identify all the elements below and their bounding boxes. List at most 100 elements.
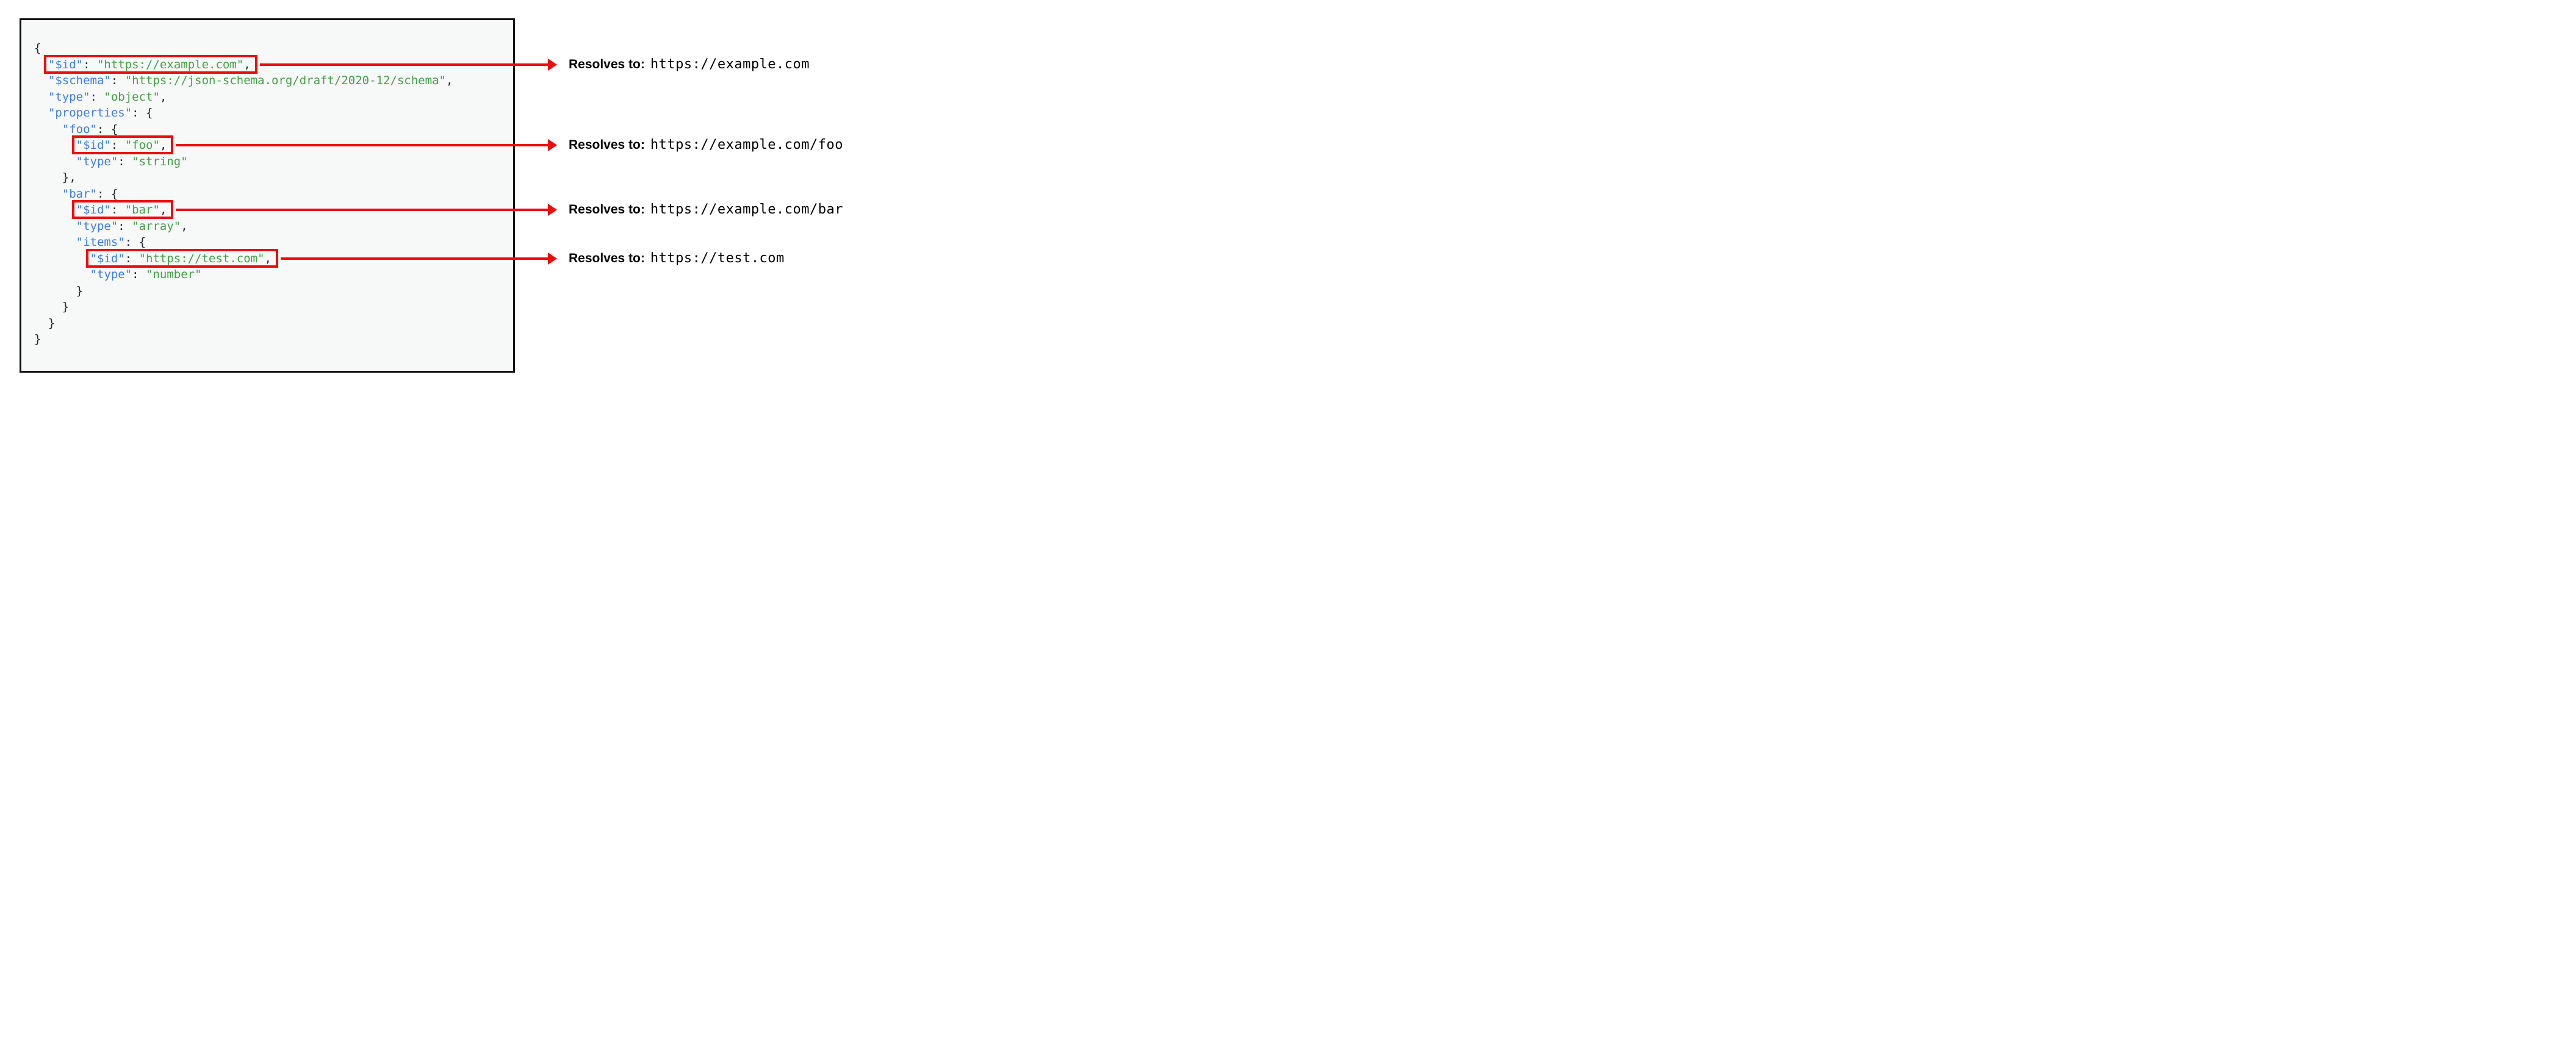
json-punctuation: : {: [132, 106, 153, 120]
json-punctuation: [34, 106, 48, 120]
json-string-value: "number": [146, 268, 202, 281]
json-key: "type": [76, 219, 118, 233]
code-line: "foo": {: [34, 121, 507, 138]
json-punctuation: :: [118, 154, 132, 168]
resolve-arrow-icon: [176, 204, 557, 216]
code-line: "$id": "https://test.com",: [34, 251, 507, 267]
json-punctuation: :: [110, 74, 125, 87]
json-punctuation: [34, 220, 76, 233]
json-punctuation: ,: [181, 219, 188, 233]
json-punctuation: },: [34, 171, 76, 184]
json-punctuation: ,: [243, 57, 251, 71]
json-key: "$id": [76, 203, 111, 217]
json-key: "$schema": [48, 74, 111, 87]
annotation-url: https://test.com: [650, 251, 785, 266]
annotation-row: Resolves to: https://example.com/foo: [569, 135, 843, 156]
annotation-url: https://example.com: [650, 57, 810, 72]
code-line: "items": {: [34, 234, 507, 251]
annotation-label: Resolves to:: [569, 203, 645, 217]
json-punctuation: ,: [445, 74, 453, 87]
code-line: "$id": "foo",: [34, 137, 507, 154]
code-line: "bar": {: [34, 186, 507, 203]
json-key: "foo": [62, 122, 97, 136]
resolve-arrow-icon: [260, 59, 557, 71]
json-string-value: "foo": [124, 138, 160, 152]
code-line: }: [34, 299, 507, 315]
json-punctuation: :: [118, 219, 132, 233]
resolve-arrow-icon: [176, 139, 557, 151]
json-string-value: "https://example.com": [96, 57, 244, 71]
code-line: "properties": {: [34, 105, 507, 121]
json-punctuation: :: [110, 138, 125, 152]
code-line: "type": "string": [34, 154, 507, 170]
json-punctuation: :: [132, 268, 146, 281]
annotation-row: Resolves to: https://example.com: [569, 54, 810, 75]
json-schema-code-panel: { "$id": "https://example.com", "$schema…: [20, 18, 515, 373]
json-punctuation: : {: [96, 122, 118, 136]
json-punctuation: }: [34, 316, 56, 330]
code-line: "$schema": "https://json-schema.org/draf…: [34, 73, 507, 89]
json-key: "properties": [48, 106, 132, 120]
code-line: },: [34, 170, 507, 186]
json-punctuation: ,: [159, 203, 167, 217]
diagram-canvas: { "$id": "https://example.com", "$schema…: [0, 0, 955, 387]
json-string-value: "object": [104, 90, 160, 104]
json-punctuation: [34, 203, 76, 217]
json-key: "type": [48, 90, 90, 104]
id-highlight-box: "$id": "https://test.com",: [90, 252, 272, 265]
json-string-value: "bar": [124, 203, 160, 217]
code-block: { "$id": "https://example.com", "$schema…: [21, 20, 513, 354]
json-punctuation: }: [34, 284, 84, 298]
id-highlight-box: "$id": "https://example.com",: [48, 58, 251, 71]
annotation-label: Resolves to:: [569, 138, 645, 152]
json-string-value: "string": [132, 154, 188, 168]
code-line: }: [34, 283, 507, 299]
json-punctuation: [34, 252, 90, 265]
code-line: }: [34, 331, 507, 348]
json-key: "$id": [76, 138, 111, 152]
annotation-row: Resolves to: https://test.com: [569, 248, 785, 269]
annotation-label: Resolves to:: [569, 57, 645, 71]
json-punctuation: [34, 58, 48, 71]
json-key: "$id": [48, 57, 84, 71]
json-key: "bar": [62, 187, 97, 201]
json-punctuation: :: [83, 57, 97, 71]
code-line: "type": "object",: [34, 89, 507, 106]
json-punctuation: [34, 268, 90, 281]
json-punctuation: ,: [159, 90, 167, 104]
annotation-url: https://example.com/foo: [650, 137, 844, 152]
json-punctuation: }: [34, 332, 41, 346]
json-punctuation: :: [90, 90, 104, 104]
id-highlight-box: "$id": "foo",: [76, 138, 167, 152]
annotation-row: Resolves to: https://example.com/bar: [569, 199, 843, 220]
json-punctuation: [34, 123, 62, 136]
json-string-value: "https://json-schema.org/draft/2020-12/s…: [124, 74, 446, 87]
code-line: {: [34, 40, 507, 57]
annotation-url: https://example.com/bar: [650, 202, 844, 217]
json-key: "type": [76, 154, 118, 168]
json-key: "items": [76, 235, 125, 249]
json-punctuation: }: [34, 300, 70, 314]
json-punctuation: : {: [124, 235, 146, 249]
json-string-value: "https://test.com": [139, 251, 265, 265]
json-punctuation: : {: [96, 187, 118, 201]
json-key: "$id": [90, 251, 125, 265]
json-punctuation: [34, 74, 48, 87]
code-line: "type": "array",: [34, 218, 507, 235]
json-punctuation: :: [110, 203, 125, 217]
json-punctuation: :: [124, 251, 139, 265]
json-punctuation: [34, 235, 76, 249]
json-punctuation: [34, 155, 76, 168]
json-punctuation: ,: [264, 251, 272, 265]
json-punctuation: [34, 187, 62, 201]
json-punctuation: ,: [159, 138, 167, 152]
code-line: "type": "number": [34, 267, 507, 283]
code-line: "$id": "https://example.com",: [34, 57, 507, 73]
json-punctuation: [34, 90, 48, 104]
json-key: "type": [90, 268, 132, 281]
resolve-arrow-icon: [281, 253, 557, 265]
code-line: "$id": "bar",: [34, 202, 507, 218]
json-punctuation: {: [34, 41, 41, 55]
code-line: }: [34, 315, 507, 332]
annotation-label: Resolves to:: [569, 251, 645, 265]
